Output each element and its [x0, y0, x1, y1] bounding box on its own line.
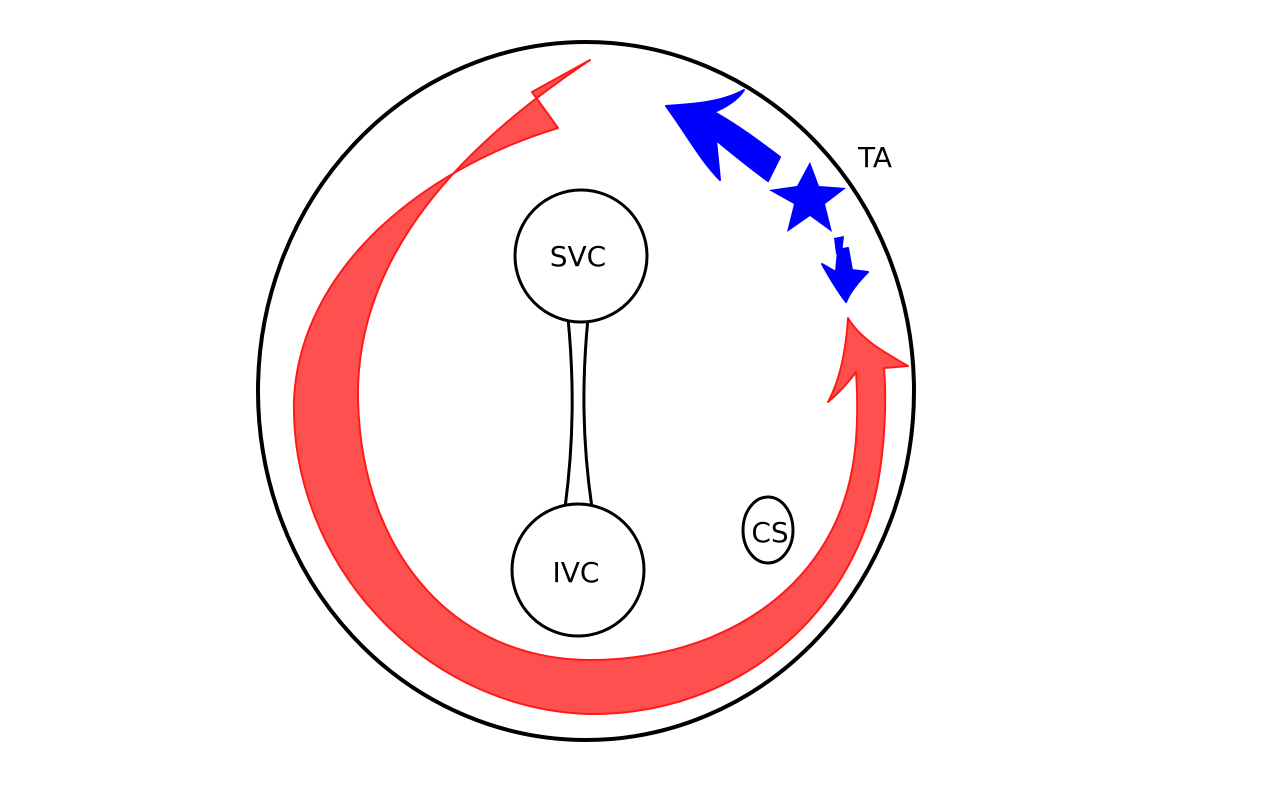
svc-ivc-connector-edge — [582, 317, 594, 509]
ablation-arrow-lower — [821, 247, 869, 303]
svc-vessel — [513, 188, 649, 324]
ablation-arrow-upper — [665, 89, 781, 182]
ta-label: TA — [857, 141, 892, 174]
svc-ivc-connector — [563, 317, 574, 509]
cs-vessel — [741, 495, 795, 565]
right-atrium-outline — [256, 40, 916, 742]
reentry-circuit-arrow — [292, 59, 909, 716]
ivc-label: IVC — [553, 556, 600, 589]
ivc-vessel — [510, 502, 646, 638]
svc-label: SVC — [550, 240, 606, 273]
cs-label: CS — [751, 516, 788, 549]
star-icon — [769, 162, 846, 232]
